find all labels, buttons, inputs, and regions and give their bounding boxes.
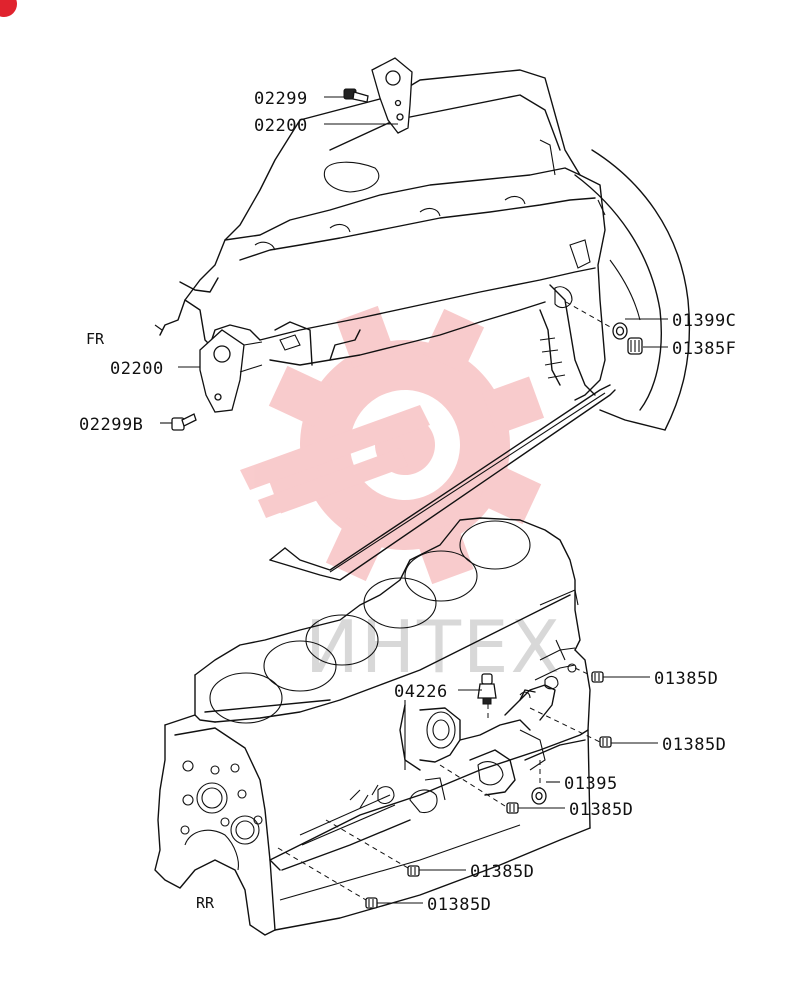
o-ring-01399c-icon: [612, 322, 628, 340]
plug-01385d-icon: [599, 736, 612, 748]
engine-block: [154, 517, 591, 936]
callout-label[interactable]: 01385D: [470, 862, 534, 882]
red-corner-badge-icon: [0, 0, 17, 17]
callout-label[interactable]: 01385D: [654, 669, 718, 689]
plug-01385d-icon: [407, 865, 420, 877]
flywheel-housing: [574, 149, 691, 431]
callout-label[interactable]: 02299B: [79, 415, 143, 435]
assembly-lines: [277, 301, 613, 901]
plug-01385f-icon: [627, 337, 643, 355]
callout-label[interactable]: 02200: [110, 359, 164, 379]
watermark-text: ИНТЕХ: [305, 605, 562, 689]
callout-label[interactable]: 01385D: [662, 735, 726, 755]
callout-label[interactable]: 01385D: [569, 800, 633, 820]
bolt-02299-icon: [343, 88, 369, 103]
callout-label[interactable]: 01395: [564, 774, 618, 794]
leader-lines: [160, 96, 668, 904]
callout-label[interactable]: 01385F: [672, 339, 736, 359]
callout-label[interactable]: 02299: [254, 89, 308, 109]
callout-label[interactable]: 02200: [254, 116, 308, 136]
washer-01395-icon: [531, 787, 547, 805]
direction-rear-label: RR: [196, 894, 215, 912]
cylinder-head: [154, 69, 606, 401]
callout-label[interactable]: 04226: [394, 682, 448, 702]
engine-hanger-bracket-lower: [199, 329, 263, 413]
plug-01385d-icon: [506, 802, 519, 814]
direction-front-label: FR: [86, 330, 105, 348]
bolt-02299b-icon: [171, 413, 197, 431]
plug-01385d-icon: [365, 897, 378, 909]
callout-label[interactable]: 01399C: [672, 311, 736, 331]
oil-pressure-switch-04226-icon: [477, 673, 497, 705]
callout-label[interactable]: 01385D: [427, 895, 491, 915]
head-gasket: [269, 384, 616, 581]
plug-01385d-icon: [591, 671, 604, 683]
engine-hanger-bracket-upper: [371, 57, 413, 134]
